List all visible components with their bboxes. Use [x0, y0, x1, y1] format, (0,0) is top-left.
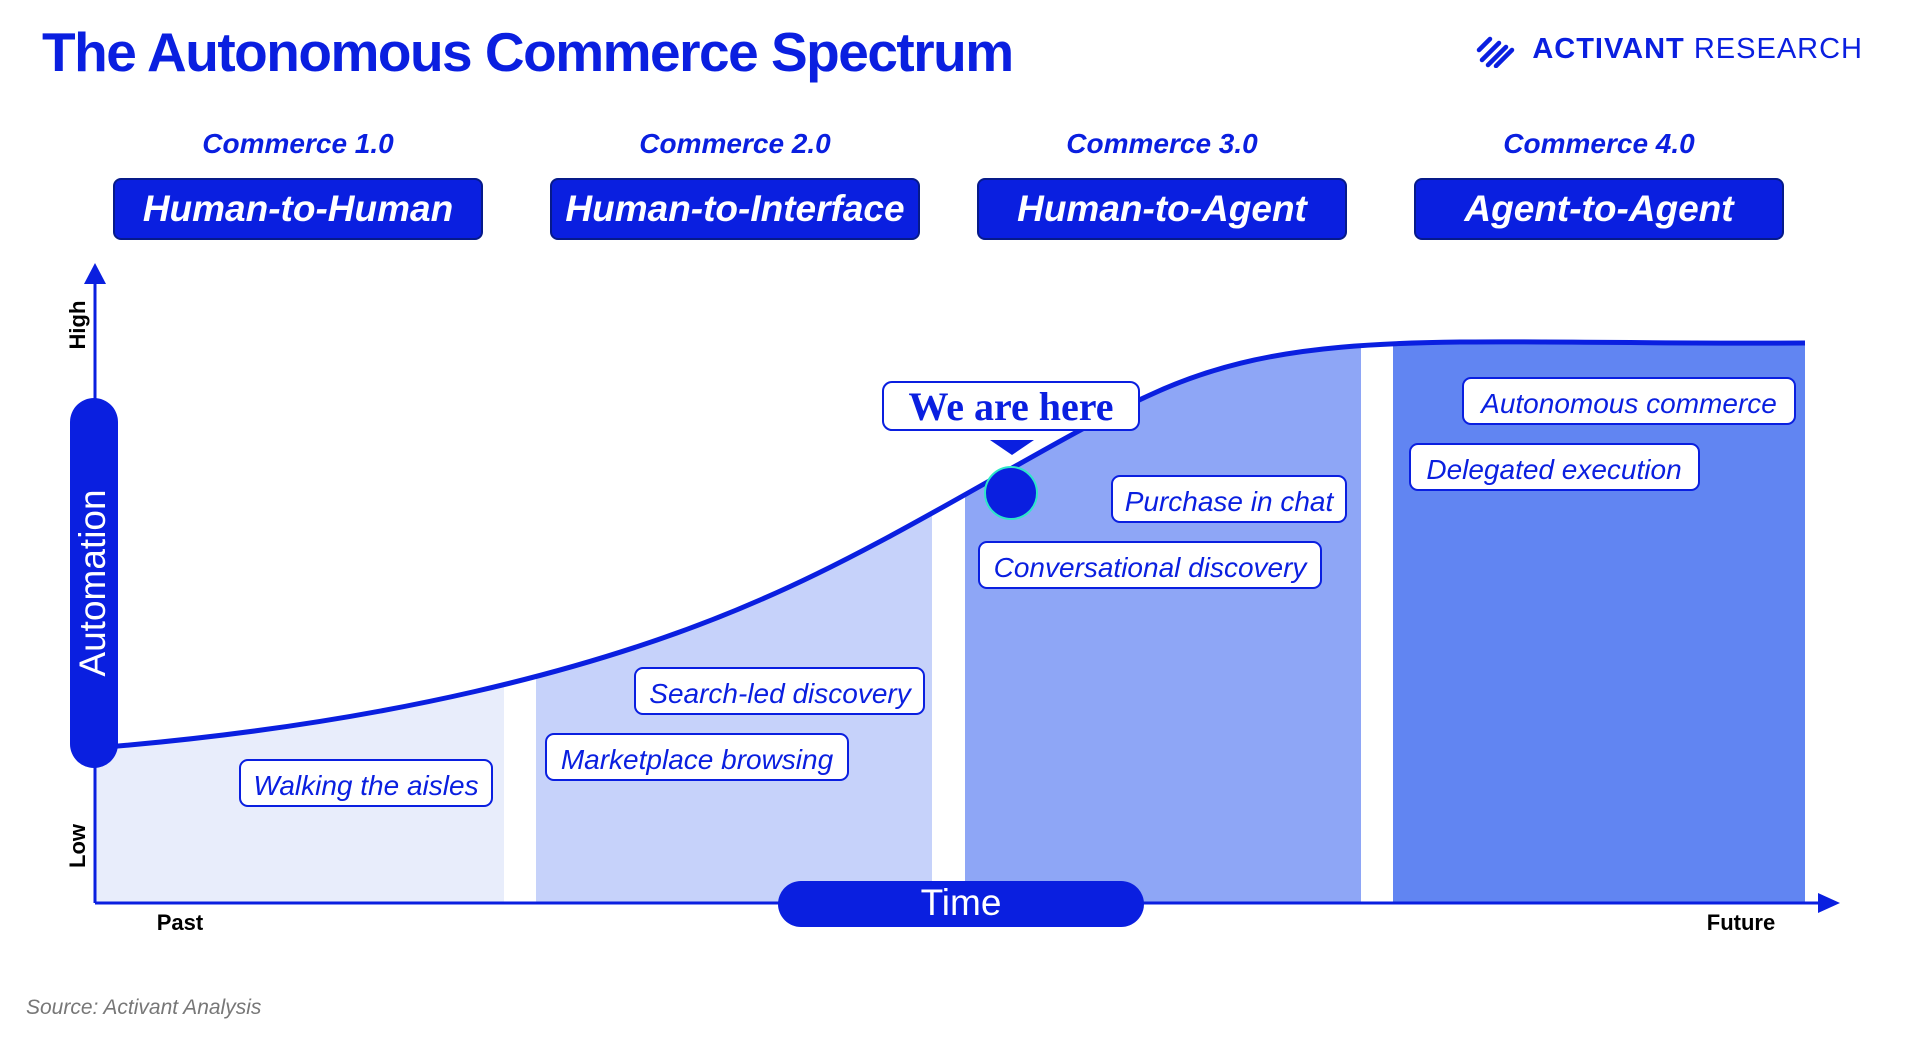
era-label: Commerce 2.0 — [639, 128, 831, 159]
brand-name-light: RESEARCH — [1693, 32, 1863, 65]
activity-tag-box — [978, 541, 1322, 589]
we-are-here-callout — [882, 381, 1140, 431]
band-commerce-1 — [95, 341, 504, 903]
activity-tag-box — [239, 759, 493, 807]
y-axis-low-label: Low — [65, 823, 90, 868]
activity-conversational-discovery: Conversational discovery — [994, 552, 1309, 583]
brand-name: ACTIVANT RESEARCH — [1532, 33, 1863, 66]
x-axis-arrow-icon — [1818, 893, 1840, 913]
activity-walking-the-aisles: Walking the aisles — [253, 770, 478, 801]
era-name: Human-to-Human — [113, 178, 483, 240]
activity-tag-box — [1462, 377, 1796, 425]
activity-delegated-execution: Delegated execution — [1426, 454, 1681, 485]
current-position-marker — [984, 466, 1038, 520]
era-commerce-3: Commerce 3.0 Human-to-Agent — [977, 128, 1347, 240]
x-axis-future-label: Future — [1707, 910, 1775, 935]
activity-tag-box — [634, 667, 925, 715]
source-note: Source: Activant Analysis — [26, 996, 262, 1019]
callout-pointer-icon — [990, 440, 1034, 455]
era-name: Human-to-Interface — [550, 178, 920, 240]
x-axis-label: Time — [921, 882, 1002, 923]
band-commerce-2 — [536, 341, 932, 903]
era-commerce-4: Commerce 4.0 Agent-to-Agent — [1414, 128, 1784, 240]
brand-logo: ACTIVANT RESEARCH — [1476, 30, 1863, 68]
era-commerce-1: Commerce 1.0 Human-to-Human — [113, 128, 483, 240]
automation-curve — [94, 339, 1806, 751]
y-axis-label: Automation — [72, 489, 113, 676]
activity-autonomous-commerce: Autonomous commerce — [1479, 388, 1777, 419]
era-label: Commerce 4.0 — [1503, 128, 1695, 159]
x-axis-pill — [778, 881, 1144, 927]
era-name: Human-to-Agent — [977, 178, 1347, 240]
y-axis-arrow-icon — [84, 263, 106, 284]
activity-tag-box — [1111, 475, 1347, 523]
y-axis-pill — [70, 398, 118, 768]
activity-search-led-discovery: Search-led discovery — [649, 678, 912, 709]
page-title: The Autonomous Commerce Spectrum — [42, 21, 1014, 83]
era-label: Commerce 1.0 — [202, 128, 394, 159]
era-label: Commerce 3.0 — [1066, 128, 1258, 159]
era-commerce-2: Commerce 2.0 Human-to-Interface — [550, 128, 920, 240]
we-are-here-label: We are here — [908, 384, 1113, 429]
era-name: Agent-to-Agent — [1414, 178, 1784, 240]
activity-tag-box — [1409, 443, 1700, 491]
activant-logo-icon — [1477, 36, 1515, 68]
brand-name-bold: ACTIVANT — [1532, 32, 1685, 65]
activity-tag-box — [545, 733, 849, 781]
activity-purchase-in-chat: Purchase in chat — [1125, 486, 1335, 517]
y-axis-high-label: High — [65, 301, 90, 350]
band-commerce-4 — [1393, 341, 1805, 903]
activity-marketplace-browsing: Marketplace browsing — [561, 744, 834, 775]
x-axis-past-label: Past — [157, 910, 204, 935]
